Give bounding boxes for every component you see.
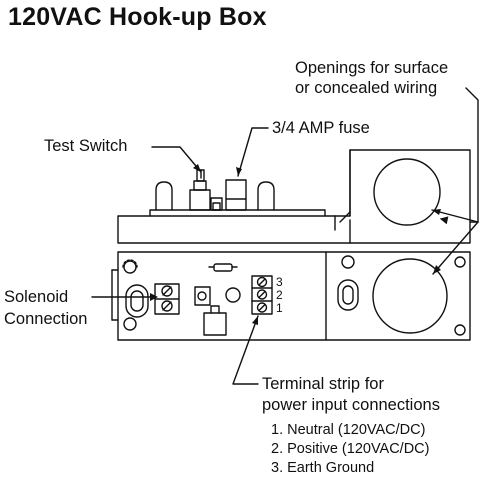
side-view-base-plate — [117, 149, 471, 244]
side-view-circuit-board — [149, 209, 326, 217]
openings-label-line2: or concealed wiring — [295, 79, 438, 97]
terminal-number-1: 1 — [276, 301, 283, 315]
test-switch-plan — [194, 286, 211, 306]
solenoid-label-line2: Connection — [4, 310, 88, 328]
leader-openings — [465, 87, 479, 223]
fuse-label: 3/4 AMP fuse — [272, 119, 370, 137]
leader-fuse — [237, 127, 269, 177]
side-view — [117, 149, 471, 244]
right-mounting-slot — [337, 279, 359, 311]
test-switch-body — [189, 189, 211, 211]
terminal-legend-item: 3. Earth Ground — [271, 460, 375, 476]
leader-test-switch — [151, 146, 202, 173]
leader-lines — [91, 87, 479, 385]
leader-terminal — [232, 315, 259, 385]
relay-bracket — [203, 312, 227, 336]
solenoid-label-line1: Solenoid — [4, 288, 69, 306]
terminal-number-2: 2 — [276, 288, 283, 302]
terminal-label-line2: power input connections — [262, 396, 440, 414]
page-title: 120VAC Hook-up Box — [8, 3, 267, 31]
plan-view-outline — [117, 251, 471, 341]
openings-label-line1: Openings for surface — [295, 59, 449, 77]
side-view-right-component — [257, 181, 275, 211]
terminal-number-3: 3 — [276, 275, 283, 289]
side-view-left-component — [155, 181, 173, 211]
fuse-holder — [225, 179, 247, 211]
left-mounting-slot — [125, 284, 149, 318]
terminal-legend-item: 1. Neutral (120VAC/DC) — [271, 422, 426, 438]
plan-view — [111, 251, 471, 341]
plan-view-wiring-opening — [372, 258, 448, 334]
terminal-legend-item: 2. Positive (120VAC/DC) — [271, 441, 430, 457]
test-switch-label: Test Switch — [44, 137, 128, 155]
test-switch-collar — [193, 180, 207, 191]
fuse-plan — [225, 287, 241, 303]
terminal-label-line1: Terminal strip for — [262, 375, 384, 393]
terminal-strip — [251, 275, 273, 315]
side-view-wiring-opening — [373, 158, 441, 226]
